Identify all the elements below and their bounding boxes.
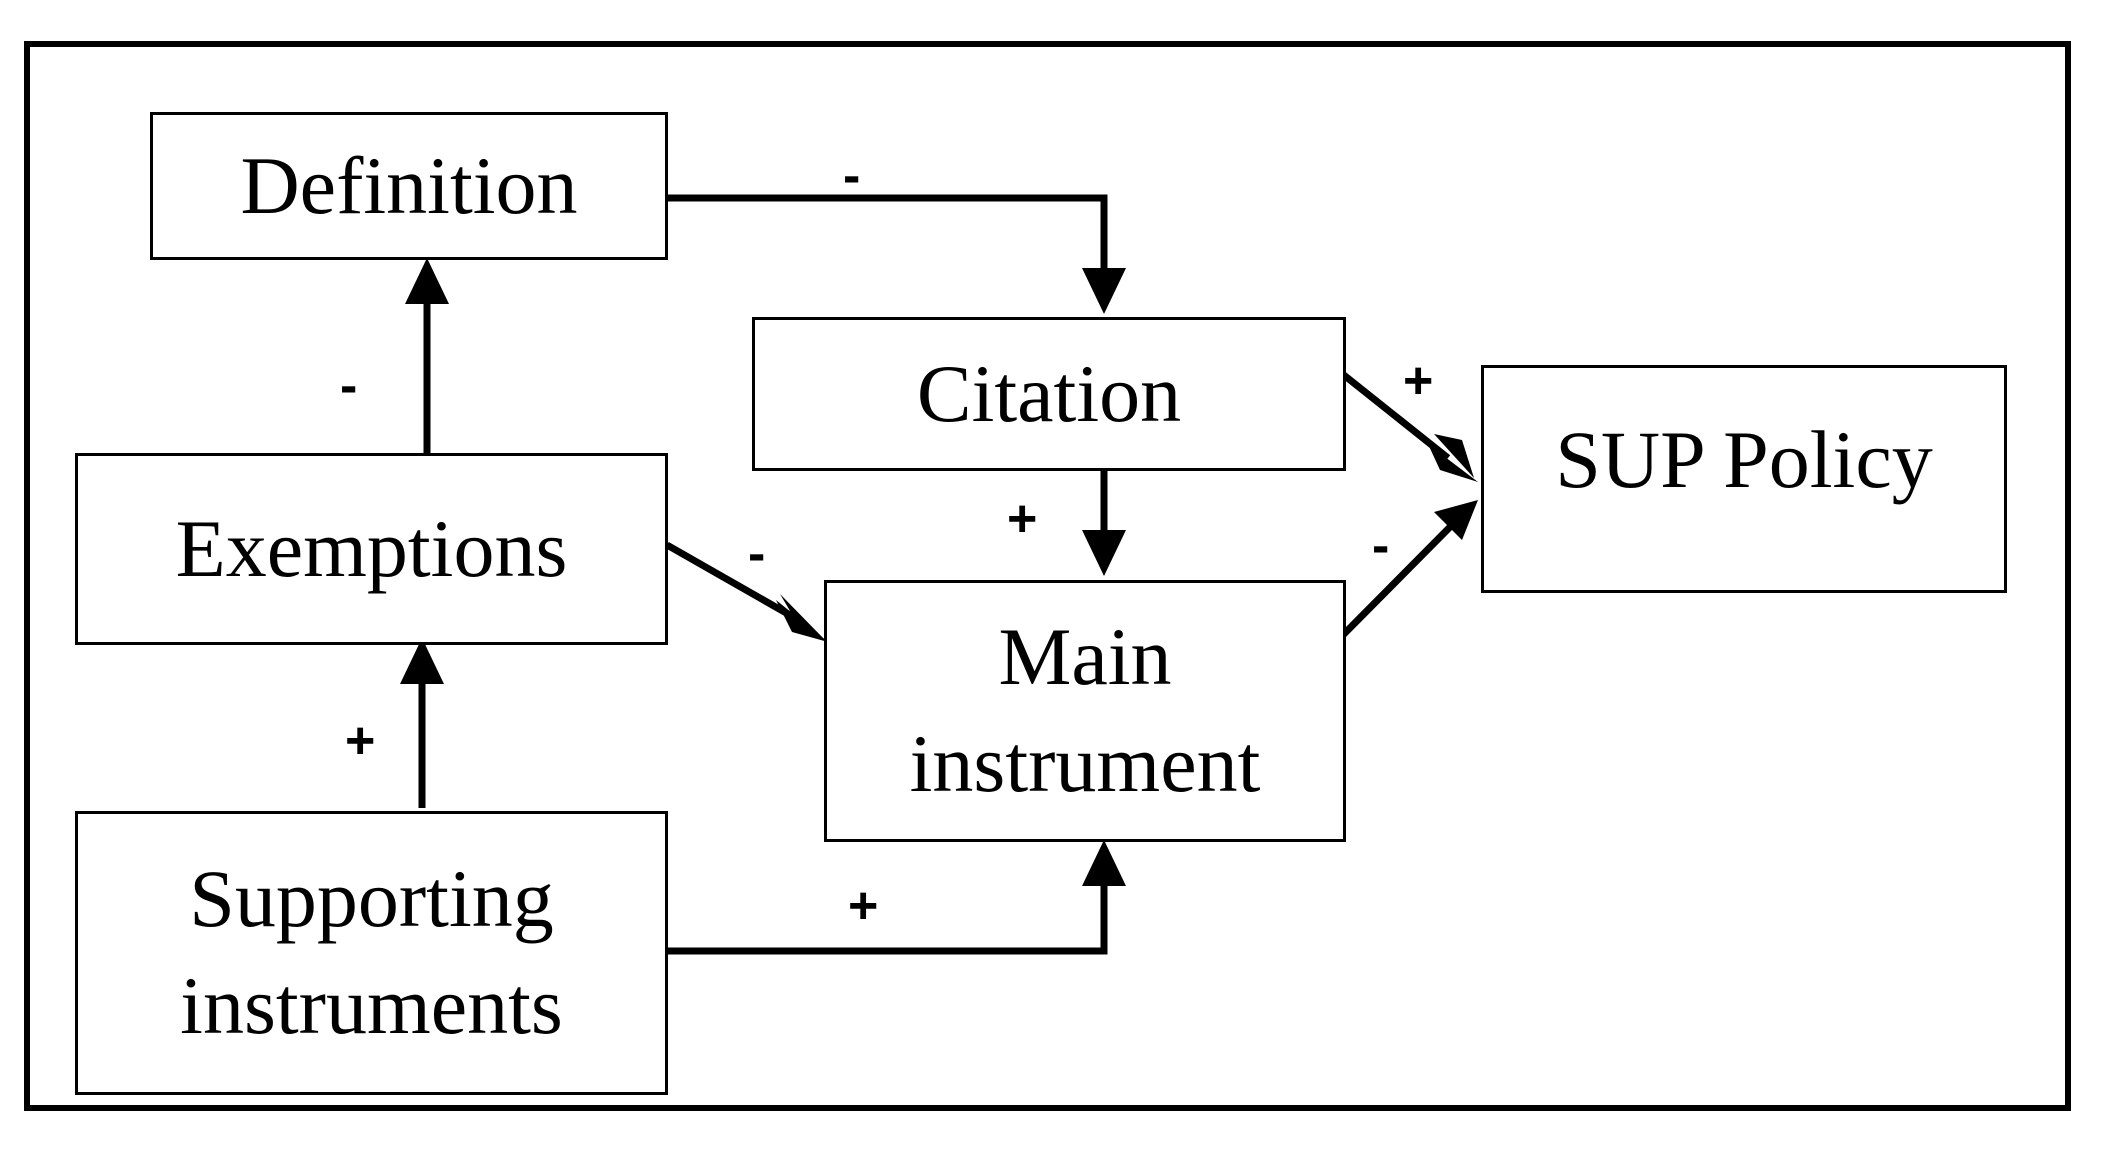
sign-citation-to-sup-policy: + <box>1403 352 1434 410</box>
edge-main-instrument-to-sup-policy <box>1339 500 1478 639</box>
node-main-instrument-line1: Main <box>998 611 1172 703</box>
node-citation: Citation <box>752 317 1346 471</box>
edge-exemptions-to-definition <box>405 258 449 453</box>
edge-supporting-to-main-instrument <box>667 840 1126 955</box>
edge-definition-to-citation <box>667 194 1126 314</box>
node-supporting-instruments-line2: instruments <box>180 960 563 1051</box>
node-main-instrument-line2: instrument <box>909 718 1261 809</box>
diagram-frame <box>24 41 2071 1111</box>
sign-supporting-to-exemptions: + <box>345 712 376 770</box>
edge-citation-to-main-instrument <box>1082 470 1126 576</box>
node-definition: Definition <box>150 112 668 260</box>
node-main-instrument: Main instrument <box>824 580 1346 842</box>
node-sup-policy: SUP Policy <box>1481 365 2007 593</box>
edge-supporting-to-exemptions <box>400 638 444 808</box>
node-definition-label: Definition <box>240 139 578 231</box>
node-exemptions-label: Exemptions <box>175 502 568 594</box>
node-sup-policy-label: SUP Policy <box>1555 414 1933 505</box>
sign-definition-to-citation: - <box>843 147 861 205</box>
edge-citation-to-sup-policy <box>1337 369 1478 482</box>
sign-exemptions-to-definition: - <box>340 357 358 415</box>
node-supporting-instruments: Supporting instruments <box>75 811 668 1095</box>
node-exemptions: Exemptions <box>75 453 668 645</box>
edge-exemptions-to-main-instrument <box>665 541 828 642</box>
sign-supporting-to-main-instrument: + <box>848 877 879 935</box>
sign-citation-to-main-instrument: + <box>1007 490 1038 548</box>
sign-main-instrument-to-sup-policy: - <box>1372 517 1390 575</box>
sign-exemptions-to-main-instrument: - <box>748 525 766 583</box>
node-citation-label: Citation <box>916 347 1182 439</box>
node-supporting-instruments-line1: Supporting <box>189 853 554 945</box>
